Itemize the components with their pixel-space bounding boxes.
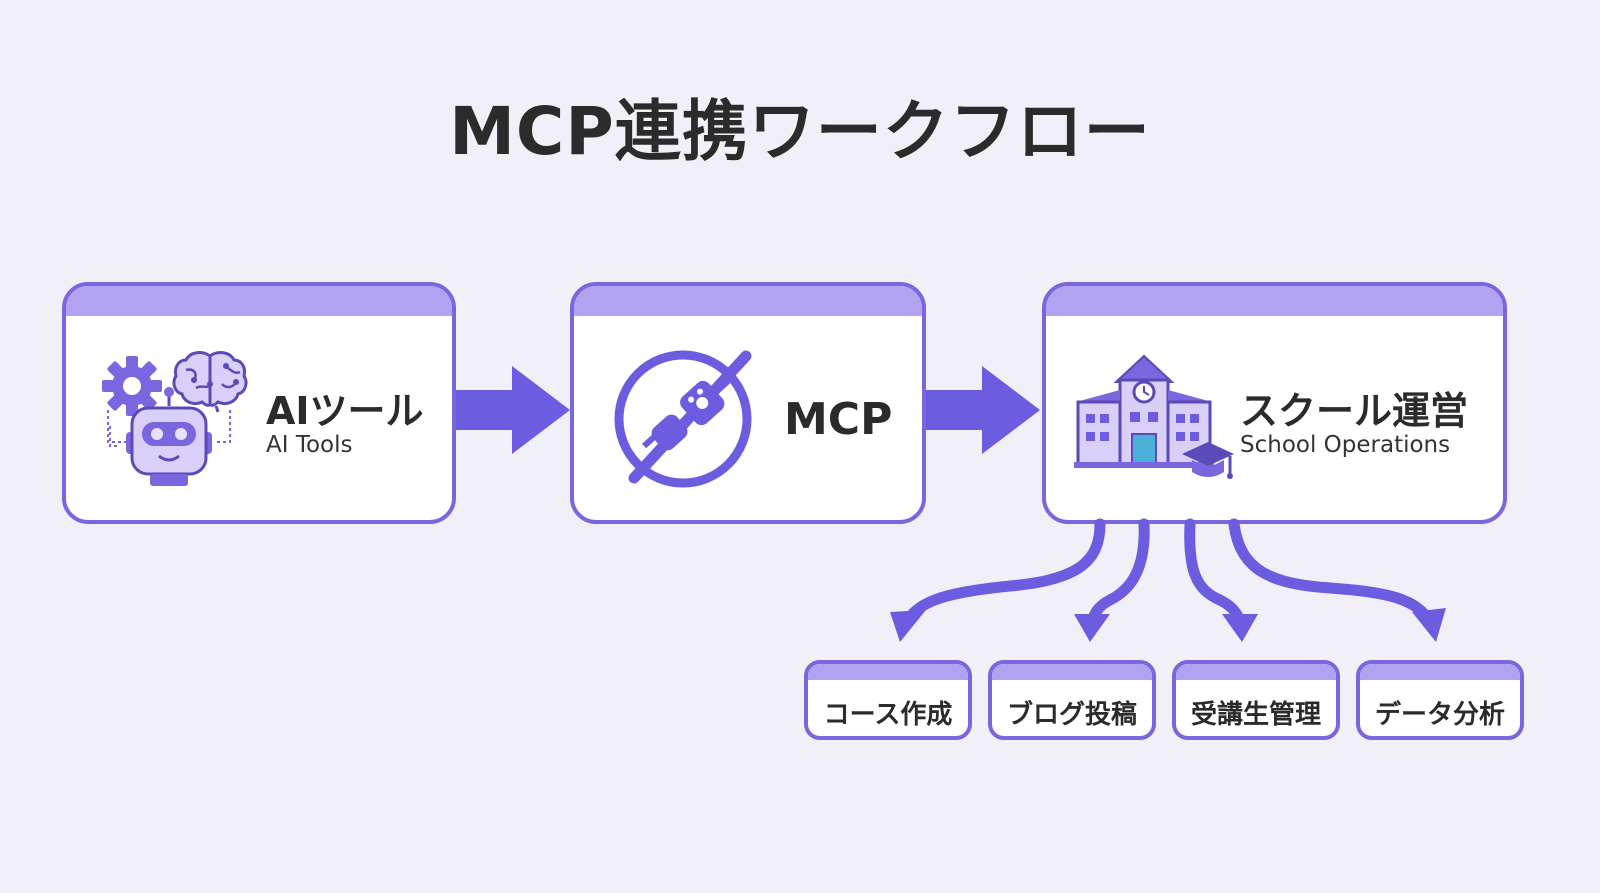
output-header-bar — [1360, 664, 1520, 680]
card-header-bar — [1046, 286, 1503, 316]
arrow-ai-to-mcp — [456, 366, 570, 454]
branch-lines — [902, 518, 1436, 628]
plug-connection-icon — [614, 350, 752, 488]
branch-to-analysis — [1228, 518, 1436, 628]
school-building-icon — [1074, 354, 1214, 468]
output-box-blog-posting: ブログ投稿 — [988, 660, 1156, 740]
graduation-cap-icon — [1182, 442, 1234, 479]
output-label-data-analysis: データ分析 — [1374, 700, 1505, 730]
ai-tools-sublabel: AI Tools — [266, 432, 353, 458]
output-label-blog-posting: ブログ投稿 — [1006, 700, 1137, 730]
diagram-title: MCP連携ワークフロー — [449, 93, 1151, 170]
branch-to-course — [902, 518, 1106, 626]
output-header-bar — [992, 664, 1152, 680]
arrowhead-students — [1222, 614, 1258, 642]
card-header-bar — [574, 286, 922, 316]
ai-tools-label: AIツール — [266, 389, 424, 433]
output-box-student-management: 受講生管理 — [1172, 660, 1340, 740]
branch-to-students — [1184, 518, 1246, 628]
arrowhead-analysis — [1412, 608, 1446, 642]
output-box-data-analysis: データ分析 — [1356, 660, 1524, 740]
branch-arrowheads — [890, 608, 1446, 642]
output-header-bar — [808, 664, 968, 680]
arrow-mcp-to-school — [926, 366, 1040, 454]
mcp-card: MCP — [570, 282, 926, 524]
school-operations-label: スクール運営 — [1240, 389, 1469, 433]
school-operations-sublabel: School Operations — [1240, 432, 1451, 458]
arrowhead-blog — [1074, 614, 1110, 642]
output-label-course-creation: コース作成 — [823, 700, 953, 730]
ai-tools-card: AIツール AI Tools — [62, 282, 456, 524]
mcp-label: MCP — [784, 394, 893, 445]
dashed-connector — [107, 410, 231, 443]
card-header-bar — [66, 286, 452, 316]
output-label-student-management: 受講生管理 — [1190, 700, 1321, 730]
school-operations-card: スクール運営 School Operations — [1042, 282, 1507, 524]
output-box-course-creation: コース作成 — [804, 660, 972, 740]
gear-icon — [102, 356, 162, 416]
branch-to-blog — [1086, 518, 1150, 628]
robot-icon — [109, 387, 212, 486]
arrowhead-course — [890, 610, 926, 642]
brain-icon — [172, 351, 248, 413]
output-header-bar — [1176, 664, 1336, 680]
